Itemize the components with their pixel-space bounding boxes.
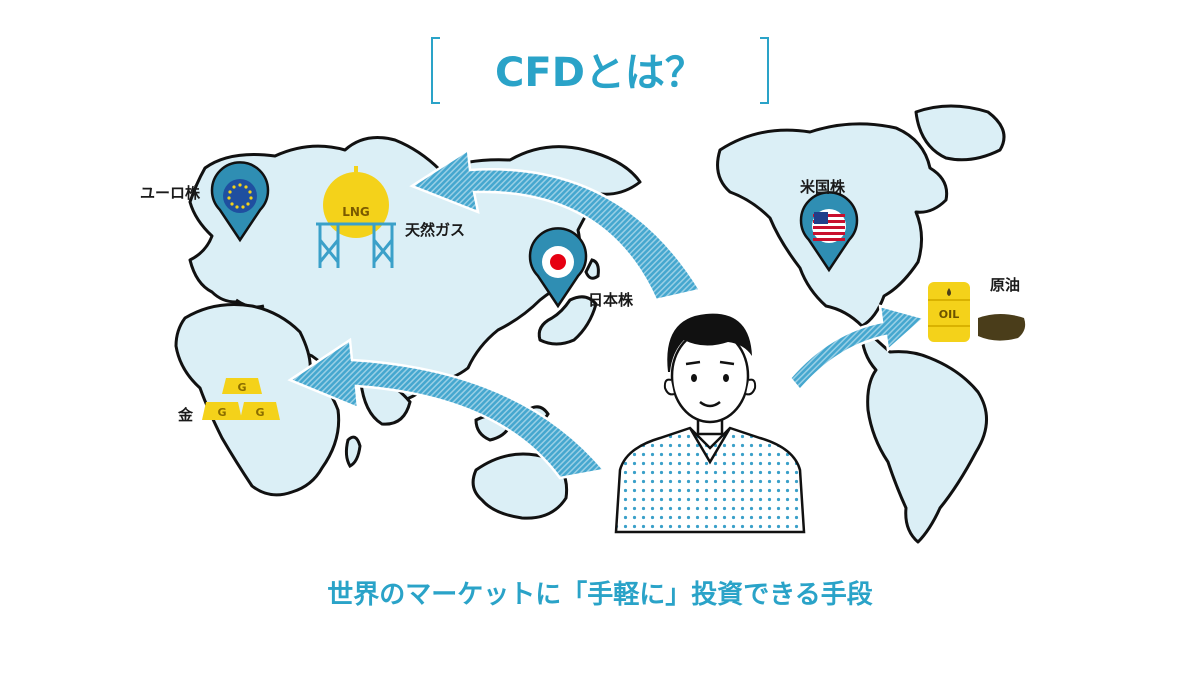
label-japan-stocks: 日本株 — [588, 291, 634, 309]
africa-landmass — [174, 303, 341, 497]
japan-landmass — [537, 295, 598, 346]
label-crude-oil: 原油 — [990, 276, 1020, 294]
page-title: CFDとは？ — [495, 50, 705, 96]
label-us-stocks: 米国株 — [800, 178, 846, 196]
arrow-to-africa — [287, 337, 607, 480]
madagascar-landmass — [344, 435, 362, 468]
greenland-landmass — [914, 104, 1006, 162]
label-euro-stocks: ユーロ株 — [140, 184, 201, 202]
arrow-to-europe — [409, 147, 702, 302]
us-map-pin — [799, 191, 859, 273]
man-illustration — [614, 313, 806, 534]
lng-tank-icon: LNG — [316, 166, 396, 268]
label-gold: 金 — [177, 406, 194, 424]
subtitle: 世界のマーケットに「手軽に」投資できる手段 — [327, 579, 872, 610]
australia-landmass — [471, 452, 569, 520]
gold-bars-icon: G G G — [202, 378, 280, 420]
gold-mark-left: G — [217, 406, 226, 419]
hokkaido-landmass — [584, 258, 600, 280]
arrow-to-oil — [788, 304, 927, 392]
lng-tank-text: LNG — [342, 205, 370, 219]
south-america-landmass — [860, 324, 988, 544]
label-natural-gas: 天然ガス — [405, 221, 465, 239]
gold-mark-top: G — [237, 381, 246, 394]
oil-barrel-icon: OIL — [928, 282, 1026, 342]
gold-mark-right: G — [255, 406, 264, 419]
oil-barrel-text: OIL — [939, 308, 959, 321]
title-group: CFDとは？ — [431, 37, 769, 104]
japan-map-pin — [528, 227, 588, 309]
eu-map-pin — [210, 161, 270, 243]
